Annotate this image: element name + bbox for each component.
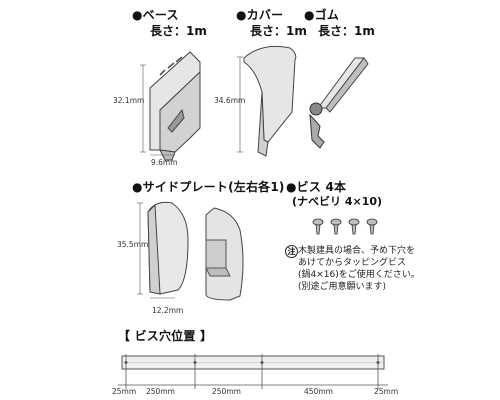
base-height-dim: 32.1mm xyxy=(113,96,145,105)
hole-dim-4: 450mm xyxy=(304,387,333,396)
screw-icon xyxy=(366,218,378,235)
side-plate-height-dim: 35.5mm xyxy=(117,240,149,249)
rubber-title: ●ゴム xyxy=(304,8,340,22)
note-line-1: 木製建具の場合、予め下穴を xyxy=(298,246,416,256)
screw-icon xyxy=(330,218,342,235)
hole-dim-2: 250mm xyxy=(146,387,175,396)
cover-length: 長さ：1m xyxy=(250,24,307,38)
screws-title: ●ビス 4本 xyxy=(286,180,347,194)
base-length: 長さ：1m xyxy=(150,24,207,38)
side-plate-title: ●サイドプレート(左右各1) xyxy=(132,180,285,194)
note-line-4: (別途ご用意願います) xyxy=(298,282,387,292)
hole-dim-1: 25mm xyxy=(112,387,137,396)
note-mark: 注 xyxy=(285,245,298,258)
rubber-length: 長さ：1m xyxy=(318,24,375,38)
note-line-2: あけてからタッピングビス xyxy=(298,258,407,268)
hole-position-title: 【 ビス穴位置 】 xyxy=(118,329,213,343)
cover-title: ●カバー xyxy=(236,8,284,22)
screws-spec: (ナベビリ 4×10) xyxy=(292,195,383,208)
base-title: ●ベース xyxy=(132,8,179,22)
screw-icon xyxy=(312,218,324,235)
note-line-3: (鍋4×16)をご使用ください。 xyxy=(298,270,420,280)
base-width-dim: 9.6mm xyxy=(151,158,178,167)
side-plate-width-dim: 12.2mm xyxy=(152,306,184,315)
hole-dim-5: 25mm xyxy=(374,387,399,396)
hole-dim-3: 250mm xyxy=(212,387,241,396)
screw-icon xyxy=(348,218,360,235)
cover-height-dim: 34.6mm xyxy=(214,96,246,105)
